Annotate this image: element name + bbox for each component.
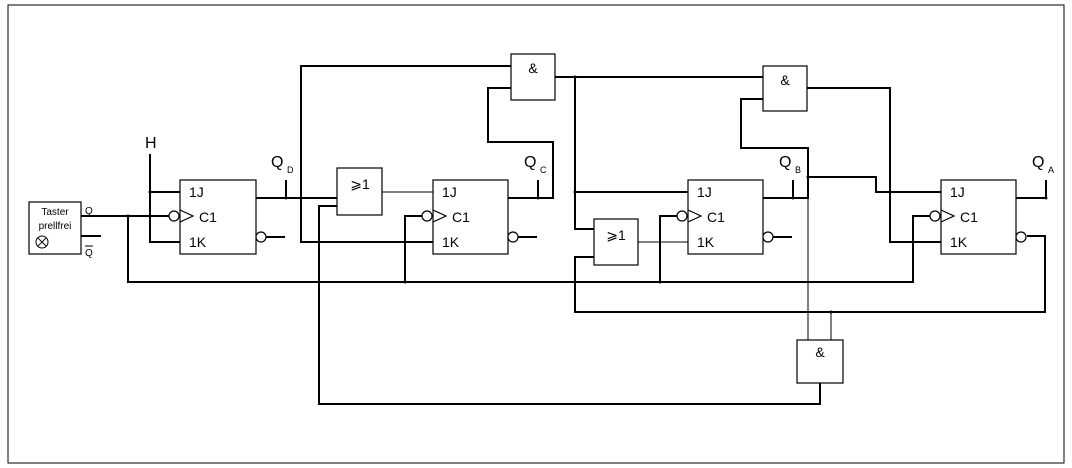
qb-wire xyxy=(762,180,794,199)
and-gate-3: & xyxy=(796,339,844,384)
debounced-switch: Taster prellfrei Q Q xyxy=(28,201,93,259)
switch-qbar-label: Q xyxy=(85,248,93,259)
ff3-body xyxy=(687,179,764,255)
qb-subscript: B xyxy=(795,165,801,175)
ff4-clock-bubble xyxy=(929,210,941,222)
ff3-c-label: C1 xyxy=(707,209,725,225)
or2-symbol: ⩾1 xyxy=(606,227,626,243)
and3-symbol: & xyxy=(815,344,825,360)
ff1-c-label: C1 xyxy=(199,209,217,225)
qc-letter: Q xyxy=(524,154,536,171)
diagram-frame xyxy=(7,4,1065,464)
qd-letter: Q xyxy=(271,154,283,171)
or1-body xyxy=(336,167,383,216)
output-qa-label: Q A xyxy=(1032,154,1054,175)
and-gate-2: & xyxy=(762,65,808,112)
ff2-clock-triangle xyxy=(432,209,448,223)
ff1-k-label: 1K xyxy=(189,234,207,250)
h-wire xyxy=(149,154,181,243)
ff4-c-label: C1 xyxy=(960,209,978,225)
switch-label-1: Taster xyxy=(41,207,69,218)
ff2-j-label: 1J xyxy=(442,184,457,200)
ff2-clock-bubble xyxy=(421,210,433,222)
ff3-qbar-bubble xyxy=(762,231,774,243)
ff4-qbar-bubble xyxy=(1015,231,1027,243)
switch-q-label: Q xyxy=(85,206,93,217)
and3-to-or1 xyxy=(318,205,821,405)
and1-symbol: & xyxy=(528,60,538,76)
ff2-k-label: 1K xyxy=(442,234,460,250)
or-gate-1: ⩾1 xyxy=(336,167,383,216)
clock-bus xyxy=(127,215,914,283)
and2-body xyxy=(762,65,808,112)
ff2-body xyxy=(432,179,509,255)
or2-body xyxy=(593,218,639,266)
qa-letter: Q xyxy=(1032,154,1044,171)
qc-wire xyxy=(507,180,539,199)
ff1-body xyxy=(179,179,257,255)
ff3-j-label: 1J xyxy=(697,184,712,200)
ff3-k-label: 1K xyxy=(697,234,715,250)
junction-dots xyxy=(126,75,1048,314)
ff4-body xyxy=(940,179,1017,255)
and1-body xyxy=(510,53,556,101)
qd-subscript: D xyxy=(287,165,294,175)
switch-label-2: prellfrei xyxy=(39,221,72,232)
or-gate-2: ⩾1 xyxy=(593,218,639,266)
clock-wire-ff3 xyxy=(659,215,677,283)
qd-wire xyxy=(255,180,287,199)
or1-symbol: ⩾1 xyxy=(350,176,370,192)
ff1-clock-triangle xyxy=(179,209,195,223)
wires xyxy=(81,65,1047,405)
ff2-qbar-bubble xyxy=(507,231,519,243)
qa-wire xyxy=(1015,180,1047,199)
clock-wire-ff2 xyxy=(404,215,422,283)
ff3-clock-triangle xyxy=(687,209,703,223)
ff3-clock-bubble xyxy=(676,210,688,222)
ff4-k-label: 1K xyxy=(950,234,968,250)
and2-symbol: & xyxy=(780,72,790,88)
qb-letter: Q xyxy=(779,154,791,171)
ff1-j-label: 1J xyxy=(189,184,204,200)
ff1-clock-bubble xyxy=(168,210,180,222)
jk-flipflop-2: 1J C1 1K xyxy=(421,179,519,255)
jk-flipflop-3: 1J C1 1K xyxy=(676,179,774,255)
and3-body xyxy=(796,339,844,384)
jk-flipflop-1: 1J C1 1K xyxy=(168,179,267,255)
and2-to-k4 xyxy=(806,87,942,243)
and-gate-1: & xyxy=(510,53,556,101)
qbar-a-to-or2 xyxy=(574,235,1046,313)
qc-subscript: C xyxy=(540,165,547,175)
jk-flipflop-4: 1J C1 1K xyxy=(929,179,1027,255)
high-level-label: H xyxy=(145,135,157,152)
ff4-clock-triangle xyxy=(940,209,956,223)
qb-to-and2 xyxy=(740,98,809,199)
ff1-qbar-bubble xyxy=(255,231,267,243)
ff2-c-label: C1 xyxy=(452,209,470,225)
clock-wire-ff4 xyxy=(912,215,930,283)
switch-box xyxy=(28,201,82,255)
lamp-icon xyxy=(35,235,49,249)
output-qc-label: Q C xyxy=(524,154,547,175)
ff4-j-label: 1J xyxy=(950,184,965,200)
qc-to-and1 xyxy=(487,87,554,199)
output-qb-label: Q B xyxy=(779,154,801,175)
qb-to-j4 xyxy=(807,176,942,193)
qa-subscript: A xyxy=(1048,165,1054,175)
output-qd-label: Q D xyxy=(271,154,294,175)
